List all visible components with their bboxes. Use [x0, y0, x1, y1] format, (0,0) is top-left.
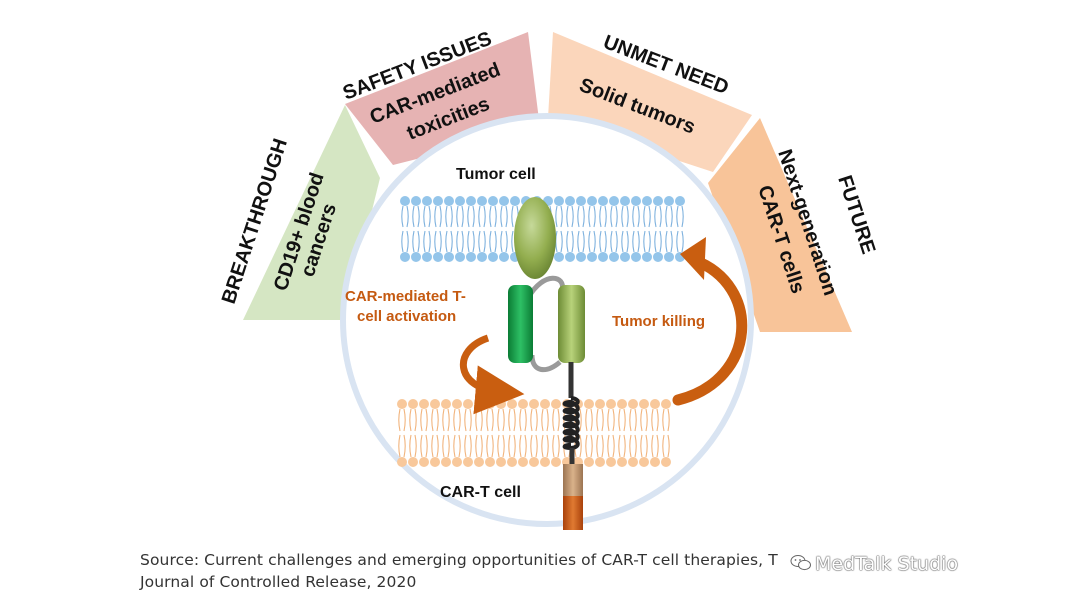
segment-breakthrough-panel — [243, 105, 380, 320]
scfv-linker-bottom — [529, 354, 562, 373]
source-caption: Source: Current challenges and emerging … — [140, 549, 778, 593]
tumor-cell-label: Tumor cell — [456, 166, 536, 183]
tumor-killing-arrow-head — [680, 237, 706, 280]
future-heading: FUTURE — [833, 173, 879, 257]
tumor-killing-label: Tumor killing — [612, 313, 705, 330]
cd3-zeta-domain — [563, 496, 583, 530]
central-circle — [340, 113, 754, 527]
costimulatory-domain — [563, 464, 583, 496]
caption-line2: Journal of Controlled Release, 2020 — [140, 573, 417, 591]
scfv-vl-domain — [558, 285, 585, 363]
caption-line1: Source: Current challenges and emerging … — [140, 551, 778, 569]
tumor-killing-arrow-shaft — [672, 254, 748, 406]
activation-arrow — [460, 334, 525, 415]
activation-label-line2: cell activation — [357, 308, 456, 325]
car-t-diagram: BREAKTHROUGH CD19+ blood cancers SAFETY … — [218, 28, 879, 530]
car-receptor — [508, 197, 585, 530]
transmembrane-coil — [562, 396, 580, 451]
watermark-text: MedTalk Studio — [815, 553, 959, 575]
segment-unmet-panel — [548, 32, 752, 172]
cart-cell-label: CAR-T cell — [440, 484, 521, 501]
scfv-vh-domain — [508, 285, 533, 363]
wechat-icon — [790, 555, 811, 571]
watermark: MedTalk Studio — [790, 553, 958, 575]
activation-label-line1: CAR-mediated T- — [345, 288, 466, 305]
cart-cell-membrane — [397, 399, 671, 467]
tumor-antigen — [514, 197, 556, 279]
